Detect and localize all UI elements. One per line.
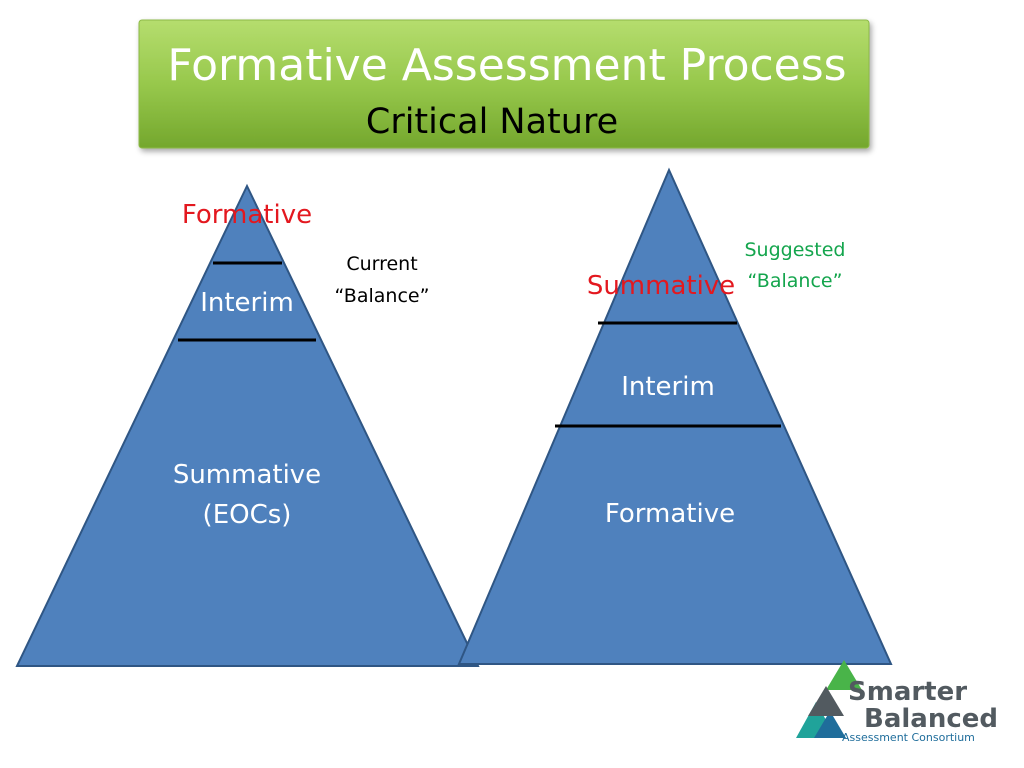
title-main: Formative Assessment Process: [167, 40, 846, 91]
right-pyramid-middle-label: Interim: [621, 372, 715, 402]
title-box: [138, 19, 870, 149]
title-banner: Formative Assessment Process Critical Na…: [138, 19, 870, 149]
right-pyramid-bottom-label: Formative: [605, 499, 735, 529]
right-pyramid-top-label: Summative: [587, 271, 735, 301]
logo-text-smarter: Smarter: [848, 677, 967, 707]
right-pyramid: Summative Interim Formative: [457, 167, 893, 665]
logo-text-consortium: Assessment Consortium: [842, 731, 975, 744]
suggested-balance-caption: Suggested “Balance”: [744, 239, 845, 292]
left-pyramid-middle-label: Interim: [200, 288, 294, 318]
left-pyramid-triangle: [15, 183, 480, 667]
title-subtitle: Critical Nature: [366, 102, 618, 142]
left-pyramid-bottom-label-line1: Summative: [173, 460, 321, 490]
current-balance-caption: Current “Balance”: [335, 253, 430, 307]
suggested-caption-line2: “Balance”: [748, 270, 843, 292]
right-pyramid-triangle: [457, 167, 893, 665]
suggested-caption-line1: Suggested: [744, 239, 845, 261]
logo-text-balanced: Balanced: [864, 704, 998, 734]
current-caption-line1: Current: [346, 253, 417, 275]
smarter-balanced-logo: Smarter Balanced Assessment Consortium: [796, 660, 998, 744]
current-caption-line2: “Balance”: [335, 285, 430, 307]
left-pyramid-bottom-label-line2: (EOCs): [203, 500, 292, 530]
left-pyramid-top-label: Formative: [182, 200, 312, 230]
left-pyramid: Formative Interim Summative (EOCs): [15, 183, 480, 667]
logo-mark-icon: [796, 660, 862, 738]
